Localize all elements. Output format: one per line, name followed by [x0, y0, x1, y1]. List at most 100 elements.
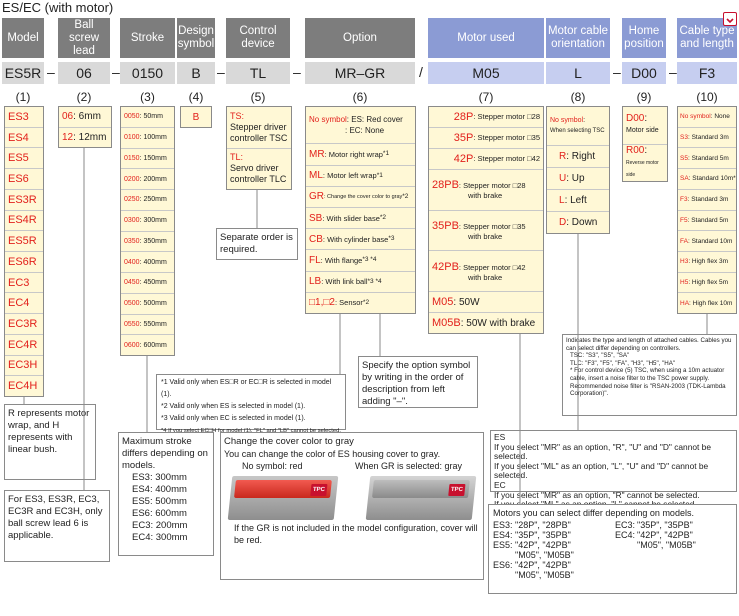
stroke-text: : 400mm — [139, 258, 167, 266]
stroke-code: 0600 — [124, 341, 140, 349]
option-item: FL: With flange *3 *4 — [306, 250, 415, 272]
control-line1: Servo driver — [230, 163, 279, 174]
model-list: ES3 ES4 ES5 ES6 ES3R ES4R ES5R ES6R EC3 … — [4, 106, 44, 397]
cover-note-line2: You can change the color of ES housing c… — [224, 449, 441, 459]
cable-text: : High flex 3m — [688, 258, 729, 266]
cable-text: : Standard 5m — [687, 216, 729, 224]
motor-item: 42P: Stepper motor □42 — [429, 149, 543, 170]
cable-text: : Standard 10m* — [688, 175, 736, 183]
stroke-item: 0500: 500mm — [121, 294, 174, 315]
stroke-note-row: ES6: 600mm — [132, 508, 187, 519]
cable-item: H5: High flex 5m — [678, 273, 736, 294]
dash-5: – — [613, 64, 621, 80]
orientation-code: U — [559, 172, 567, 184]
motor-code: 28P — [453, 110, 474, 123]
cable-text: : None — [710, 113, 730, 121]
dash-2: – — [112, 64, 120, 80]
orientation-code: R — [559, 150, 567, 162]
motor-text: : Stepper motor □28 — [473, 112, 540, 122]
stroke-text: : 500mm — [139, 300, 167, 308]
stroke-text: : 50mm — [139, 113, 163, 121]
stroke-note: Maximum stroke differs depending on mode… — [118, 432, 214, 556]
option-item: CB: With cylinder base *3 — [306, 229, 415, 251]
orientation-item: U: Up — [547, 168, 609, 190]
model-item: ES5R — [5, 231, 43, 253]
motor-text: : Stepper motor □35 — [458, 221, 526, 231]
option-sup: *2 — [379, 214, 387, 222]
model-item: ES3 — [5, 107, 43, 128]
motor-code: 35PB — [432, 219, 459, 232]
col-number-5: (5) — [250, 90, 266, 104]
header-stroke: Stroke — [120, 18, 175, 58]
stroke-text: : 250mm — [139, 196, 167, 204]
motor-text: : Stepper motor □28 — [458, 181, 526, 191]
option-text2: : EC: None — [345, 126, 385, 136]
col-number-3: (3) — [140, 90, 155, 104]
stroke-code: 0450 — [124, 279, 140, 287]
cable-note-tsc: TSC: "S3", "S5", "SA" — [570, 352, 630, 360]
header-option: Option — [305, 18, 415, 58]
col-number-2: (2) — [76, 90, 92, 104]
example-stroke: 0150 — [120, 62, 175, 84]
cable-item: FA: Standard 10m — [678, 231, 736, 252]
control-line1: Stepper driver — [230, 121, 287, 132]
stroke-note-row: ES5: 500mm — [132, 496, 187, 507]
cable-item: HA: High flex 10m — [678, 293, 736, 313]
option-footnotes: *1 Valid only when ES□R or EC□R is selec… — [156, 374, 346, 434]
option-sup: *3 *4 — [367, 277, 382, 285]
stroke-list: 0050: 50mm 0100: 100mm 0150: 150mm 0200:… — [120, 106, 175, 356]
header-design: Design symbol — [177, 18, 215, 58]
motor-code: 42PB — [432, 260, 459, 273]
orientation-text2: When selecting TSC — [550, 127, 605, 134]
orientation-code: No symbol — [550, 116, 584, 124]
option-item: GR: Change the cover color to gray *2 — [306, 187, 415, 208]
orientation-code: L — [559, 194, 565, 206]
example-cable: F3 — [677, 62, 737, 84]
stroke-item: 0150: 150mm — [121, 149, 174, 170]
restriction-es-title: ES — [494, 432, 506, 442]
option-text: : With cylinder base — [322, 234, 389, 244]
cable-code: SA — [680, 175, 689, 183]
motor-code: 28PB — [432, 179, 459, 192]
stroke-note-intro: Maximum stroke differs depending on mode… — [122, 436, 208, 471]
col-number-1: (1) — [15, 90, 31, 104]
option-code: GR — [309, 191, 324, 203]
model-item: EC3H — [5, 356, 43, 377]
stroke-code: 0500 — [124, 300, 140, 308]
cover-red-label: No symbol: red — [242, 461, 303, 471]
model-item: ES4R — [5, 211, 43, 232]
stroke-note-row: EC3: 200mm — [132, 520, 188, 531]
cable-note: Indicates the type and length of attache… — [562, 334, 737, 416]
option-text: : Motor right wrap — [324, 149, 383, 159]
example-control: TL — [226, 62, 290, 84]
motor-note-row: ES5:"42P", "42PB" — [493, 540, 571, 550]
option-code: FL — [309, 254, 321, 266]
cover-labels: No symbol: red When GR is selected: gray — [224, 460, 480, 472]
option-text: : Motor left wrap — [322, 171, 377, 181]
stroke-text: : 200mm — [139, 175, 167, 183]
header-orient: Motor cable orientation — [546, 18, 610, 58]
cable-note-tlc: TLC: "F3", "F5", "FA", "H3", "H5", "HA" — [570, 359, 676, 367]
lead-code: 06 — [62, 111, 74, 123]
motor-text: : Stepper motor □42 — [458, 262, 526, 272]
stroke-code: 0250 — [124, 196, 140, 204]
motor-note-columns: ES3:"28P", "28PB" ES4:"35P", "35PB" ES5:… — [493, 520, 732, 580]
stroke-item: 0050: 50mm — [121, 107, 174, 128]
stroke-text: : 150mm — [139, 154, 167, 162]
stroke-text: : 300mm — [139, 217, 167, 225]
stroke-note-row: EC4: 300mm — [132, 532, 188, 543]
col-number-7: (7) — [478, 90, 494, 104]
model-item: ES3R — [5, 190, 43, 211]
cable-code: H3 — [680, 258, 689, 266]
option-code: MR — [309, 148, 325, 160]
footnote-4: *4 If you select EC□H for model (1), "FL… — [161, 428, 341, 434]
home-text: : — [644, 144, 648, 156]
option-text: : With flange — [320, 255, 363, 265]
stroke-code: 0200 — [124, 175, 140, 183]
option-sup: *2 — [362, 298, 370, 306]
example-design: B — [177, 62, 215, 84]
motor-note-row: "M05", "M05B" — [637, 540, 696, 550]
cable-note-intro: Indicates the type and length of attache… — [566, 337, 732, 352]
orientation-item: No symbol:When selecting TSC — [547, 107, 609, 146]
motor-text2: with brake — [468, 191, 503, 201]
